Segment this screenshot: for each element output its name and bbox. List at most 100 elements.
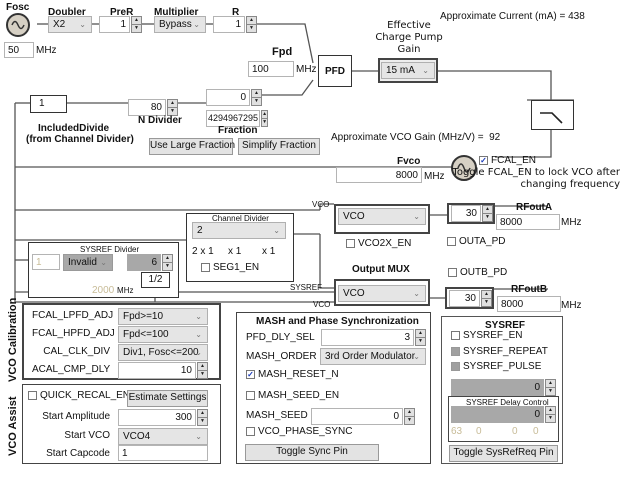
fvco-input[interactable]: 8000 [336, 167, 422, 183]
simplify-fraction-button[interactable]: Simplify Fraction [238, 138, 320, 155]
sysref-divider-input[interactable]: 1 [32, 254, 60, 270]
spin-up-icon[interactable]: ▲ [132, 17, 141, 24]
mash-seed-spinner[interactable]: 0 ▲▼ [311, 408, 415, 425]
spin-up-icon[interactable]: ▲ [405, 409, 414, 416]
mash-seed-en-checkbox[interactable]: MASH_SEED_EN [246, 390, 339, 401]
spin-up-icon[interactable]: ▲ [198, 363, 207, 370]
fraction-denominator-spinner[interactable]: 4294967295 ▲▼ [206, 110, 269, 127]
spin-up-icon[interactable]: ▲ [416, 330, 425, 337]
n-divider-spinner[interactable]: 80 ▲▼ [128, 99, 178, 116]
spin-up-icon[interactable]: ▲ [252, 90, 261, 97]
rfouta-freq-input[interactable]: 8000 [496, 214, 560, 230]
sysref-pulse-count-spinner[interactable]: 0 ▲▼ [451, 379, 556, 396]
spin-down-icon[interactable]: ▼ [168, 107, 177, 115]
r-value[interactable]: 1 [213, 16, 245, 33]
cal-clk-div-select[interactable]: Div1, Fosc<=200⌄ [118, 344, 208, 361]
toggle-sysrefreq-pin-button[interactable]: Toggle SysRefReq Pin [449, 445, 558, 462]
wire-label-sysref: SYSREF [290, 283, 323, 292]
sysref-pulse-checkbox[interactable]: SYSREF_PULSE [451, 361, 541, 372]
prer-spinner[interactable]: 1 ▲▼ [99, 16, 142, 33]
vco2x-en-checkbox[interactable]: VCO2X_EN [346, 238, 411, 249]
r-label: R [232, 7, 240, 18]
r-spinner[interactable]: 1 ▲▼ [213, 16, 257, 33]
prer-value[interactable]: 1 [99, 16, 130, 33]
pfd-dly-sel-spinner[interactable]: 3 ▲▼ [321, 329, 426, 346]
fraction-numerator-spinner[interactable]: 0 ▲▼ [206, 89, 262, 106]
doubler-select[interactable]: X2⌄ [48, 16, 92, 33]
quick-recal-en-checkbox[interactable]: QUICK_RECAL_EN [28, 390, 130, 401]
fosc-label: Fosc [6, 2, 30, 13]
fosc-input[interactable]: 50 [4, 42, 34, 58]
rfoutb-freq-input[interactable]: 8000 [497, 296, 561, 312]
spin-up-icon[interactable]: ▲ [546, 407, 555, 414]
estimate-settings-button[interactable]: Estimate Settings [127, 390, 208, 407]
fcal-en-checkbox[interactable]: ✓FCAL_EN [479, 155, 536, 166]
sysref-repeat-checkbox[interactable]: SYSREF_REPEAT [451, 346, 548, 357]
outb-power-spinner[interactable]: 30 ▲▼ [449, 290, 492, 307]
spin-up-icon[interactable]: ▲ [483, 206, 492, 213]
start-amplitude-spinner[interactable]: 300 ▲▼ [118, 409, 208, 426]
acal-cmp-dly-value[interactable]: 10 [118, 362, 196, 379]
fraction-numerator-value[interactable]: 0 [206, 89, 250, 106]
multiplier-select[interactable]: Bypass⌄ [154, 16, 206, 33]
outb-pd-checkbox[interactable]: OUTB_PD [448, 267, 507, 278]
spin-down-icon[interactable]: ▼ [416, 337, 425, 345]
sysref-prescaler-select[interactable]: Invalid⌄ [63, 254, 113, 271]
mash-reset-n-checkbox[interactable]: ✓MASH_RESET_N [246, 369, 339, 380]
spin-up-icon[interactable]: ▲ [247, 17, 256, 24]
mux-a-select[interactable]: VCO⌄ [338, 208, 426, 225]
spin-down-icon[interactable]: ▼ [132, 24, 141, 32]
spin-down-icon[interactable]: ▼ [546, 414, 555, 422]
fcal-lpfd-adj-select[interactable]: Fpd>=10⌄ [118, 308, 208, 325]
spin-up-icon[interactable]: ▲ [546, 380, 555, 387]
spin-down-icon[interactable]: ▼ [252, 97, 261, 105]
start-capcode-input[interactable]: 1 [118, 445, 208, 461]
toggle-sync-pin-button[interactable]: Toggle Sync Pin [245, 444, 379, 461]
outa-pd-checkbox[interactable]: OUTA_PD [447, 236, 506, 247]
charge-pump-select[interactable]: 15 mA⌄ [381, 62, 435, 79]
spin-up-icon[interactable]: ▲ [482, 291, 491, 298]
vco-phase-sync-checkbox[interactable]: VCO_PHASE_SYNC [246, 426, 352, 437]
start-vco-select[interactable]: VCO4⌄ [118, 428, 208, 445]
fpd-input[interactable]: 100 [248, 61, 294, 77]
spin-down-icon[interactable]: ▼ [482, 298, 491, 306]
fraction-denominator-value[interactable]: 4294967295 [206, 110, 261, 127]
sysref-delay-value[interactable]: 0 [451, 406, 544, 423]
n-divider-value[interactable]: 80 [128, 99, 166, 116]
spin-up-icon[interactable]: ▲ [163, 255, 172, 262]
mux-b-select[interactable]: VCO⌄ [338, 285, 426, 302]
fcal-en-label: FCAL_EN [491, 155, 537, 166]
channel-divider-select[interactable]: 2⌄ [192, 222, 286, 239]
spin-down-icon[interactable]: ▼ [198, 417, 207, 425]
sysref-en-checkbox[interactable]: SYSREF_EN [451, 330, 522, 341]
sysref-freq-value: 2000 [92, 285, 115, 296]
use-large-fraction-button[interactable]: Use Large Fraction [149, 138, 235, 155]
sysref-div-spinner[interactable]: 6 ▲▼ [127, 254, 173, 271]
spin-down-icon[interactable]: ▼ [163, 262, 172, 270]
acal-cmp-dly-spinner[interactable]: 10 ▲▼ [118, 362, 208, 379]
oscillator-icon [6, 13, 30, 37]
spin-up-icon[interactable]: ▲ [262, 111, 268, 118]
start-amplitude-value[interactable]: 300 [118, 409, 196, 426]
spin-up-icon[interactable]: ▲ [168, 100, 177, 107]
spin-down-icon[interactable]: ▼ [198, 370, 207, 378]
sysref-delay-spinner[interactable]: 0 ▲▼ [451, 406, 556, 423]
mash-seed-value[interactable]: 0 [311, 408, 403, 425]
pfd-dly-sel-value[interactable]: 3 [321, 329, 414, 346]
spin-down-icon[interactable]: ▼ [405, 416, 414, 424]
fcal-hpfd-adj-select[interactable]: Fpd<=100⌄ [118, 326, 208, 343]
sysref-div-value[interactable]: 6 [127, 254, 161, 271]
outb-power-value[interactable]: 30 [449, 290, 480, 307]
spin-down-icon[interactable]: ▼ [247, 24, 256, 32]
sysref-pulse-count-value[interactable]: 0 [451, 379, 544, 396]
checkbox-disabled-icon [451, 362, 460, 371]
spin-down-icon[interactable]: ▼ [546, 387, 555, 395]
vco-assist-section-label: VCO Assist [7, 396, 19, 456]
spin-up-icon[interactable]: ▲ [198, 410, 207, 417]
outa-power-spinner[interactable]: 30 ▲▼ [451, 205, 493, 222]
spin-down-icon[interactable]: ▼ [262, 118, 268, 126]
mash-order-select[interactable]: 3rd Order Modulator⌄ [320, 348, 426, 365]
spin-down-icon[interactable]: ▼ [483, 213, 492, 221]
outa-power-value[interactable]: 30 [451, 205, 481, 222]
seg1-en-checkbox[interactable]: SEG1_EN [201, 262, 259, 273]
